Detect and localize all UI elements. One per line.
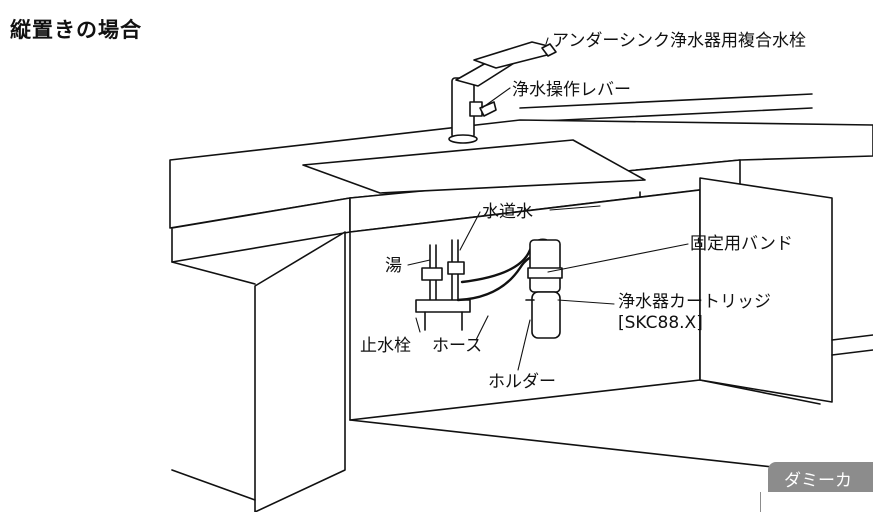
- band-label: 固定用バンド: [690, 234, 793, 254]
- counter-edge: [831, 349, 873, 356]
- right-door: [699, 177, 833, 403]
- faucet: [448, 41, 557, 144]
- filter-cartridge: [525, 239, 563, 339]
- dummy-tab-label: ダミーカ: [784, 471, 852, 491]
- left-door: [254, 231, 346, 513]
- cabinet-floor-line: [349, 419, 801, 471]
- cabinet-edge: [171, 261, 256, 285]
- tap-water-label: 水道水: [482, 202, 533, 222]
- holder-label: ホルダー: [488, 372, 556, 392]
- counter-edge: [831, 334, 873, 341]
- sink-basin: [302, 139, 646, 194]
- wall-line: [519, 93, 813, 109]
- leader-lines: [407, 37, 689, 371]
- hose-label: ホース: [432, 336, 483, 356]
- pipes: [415, 239, 471, 331]
- lever-label: 浄水操作レバー: [512, 80, 631, 100]
- cartridge-model-label: [SKC88.X]: [618, 313, 703, 333]
- cartridge-label: 浄水器カートリッジ: [618, 292, 771, 312]
- hot-water-label: 湯: [385, 256, 402, 276]
- stop-valve-label: 止水栓: [360, 336, 411, 356]
- page-heading: 縦置きの場合: [10, 18, 142, 42]
- dummy-tab[interactable]: ダミーカ: [768, 462, 873, 492]
- dummy-tab-body: [760, 492, 873, 512]
- cabinet-edge: [171, 469, 256, 501]
- wall-line: [521, 107, 813, 123]
- faucet-label: アンダーシンク浄水器用複合水栓: [552, 31, 806, 51]
